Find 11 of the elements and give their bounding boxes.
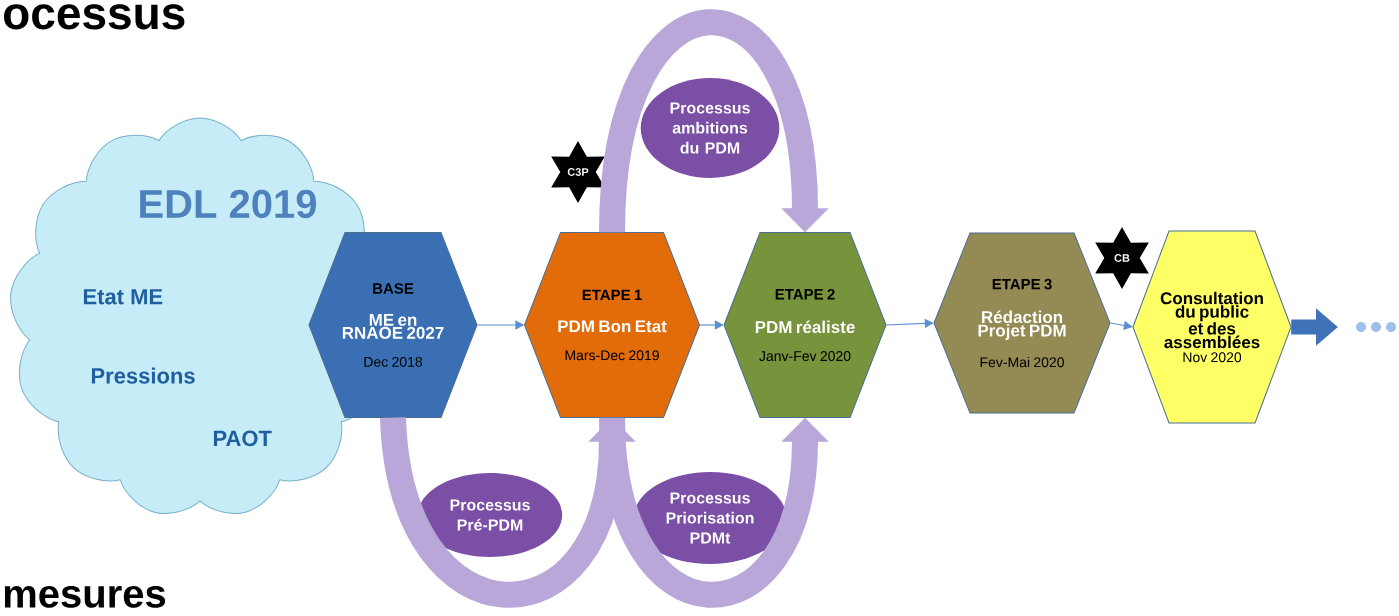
arrow [699, 320, 724, 330]
process-oval: Processus Priorisation PDMt [633, 472, 787, 564]
hexagon: Consultation du public et des assemblées Nov 2020 [1132, 230, 1292, 424]
hexagon: BASE ME en RNAOE 2027 Dec 2018 [308, 232, 478, 418]
hexagon: ETAPE 2 PDM réaliste Janv-Fev 2020 [723, 232, 887, 418]
hexagon: ETAPE 3 Rédaction Projet PDM Fev-Mai 2020 [933, 232, 1111, 414]
process-oval: Processus ambitions du PDM [640, 78, 780, 178]
heading-fragment: ocessus [4, 4, 185, 30]
process-oval: Processus Pré-PDM [417, 473, 563, 557]
heading-fragment: mesures [4, 585, 166, 608]
hexagon: ETAPE 1 PDM Bon Etat Mars-Dec 2019 [524, 232, 700, 418]
